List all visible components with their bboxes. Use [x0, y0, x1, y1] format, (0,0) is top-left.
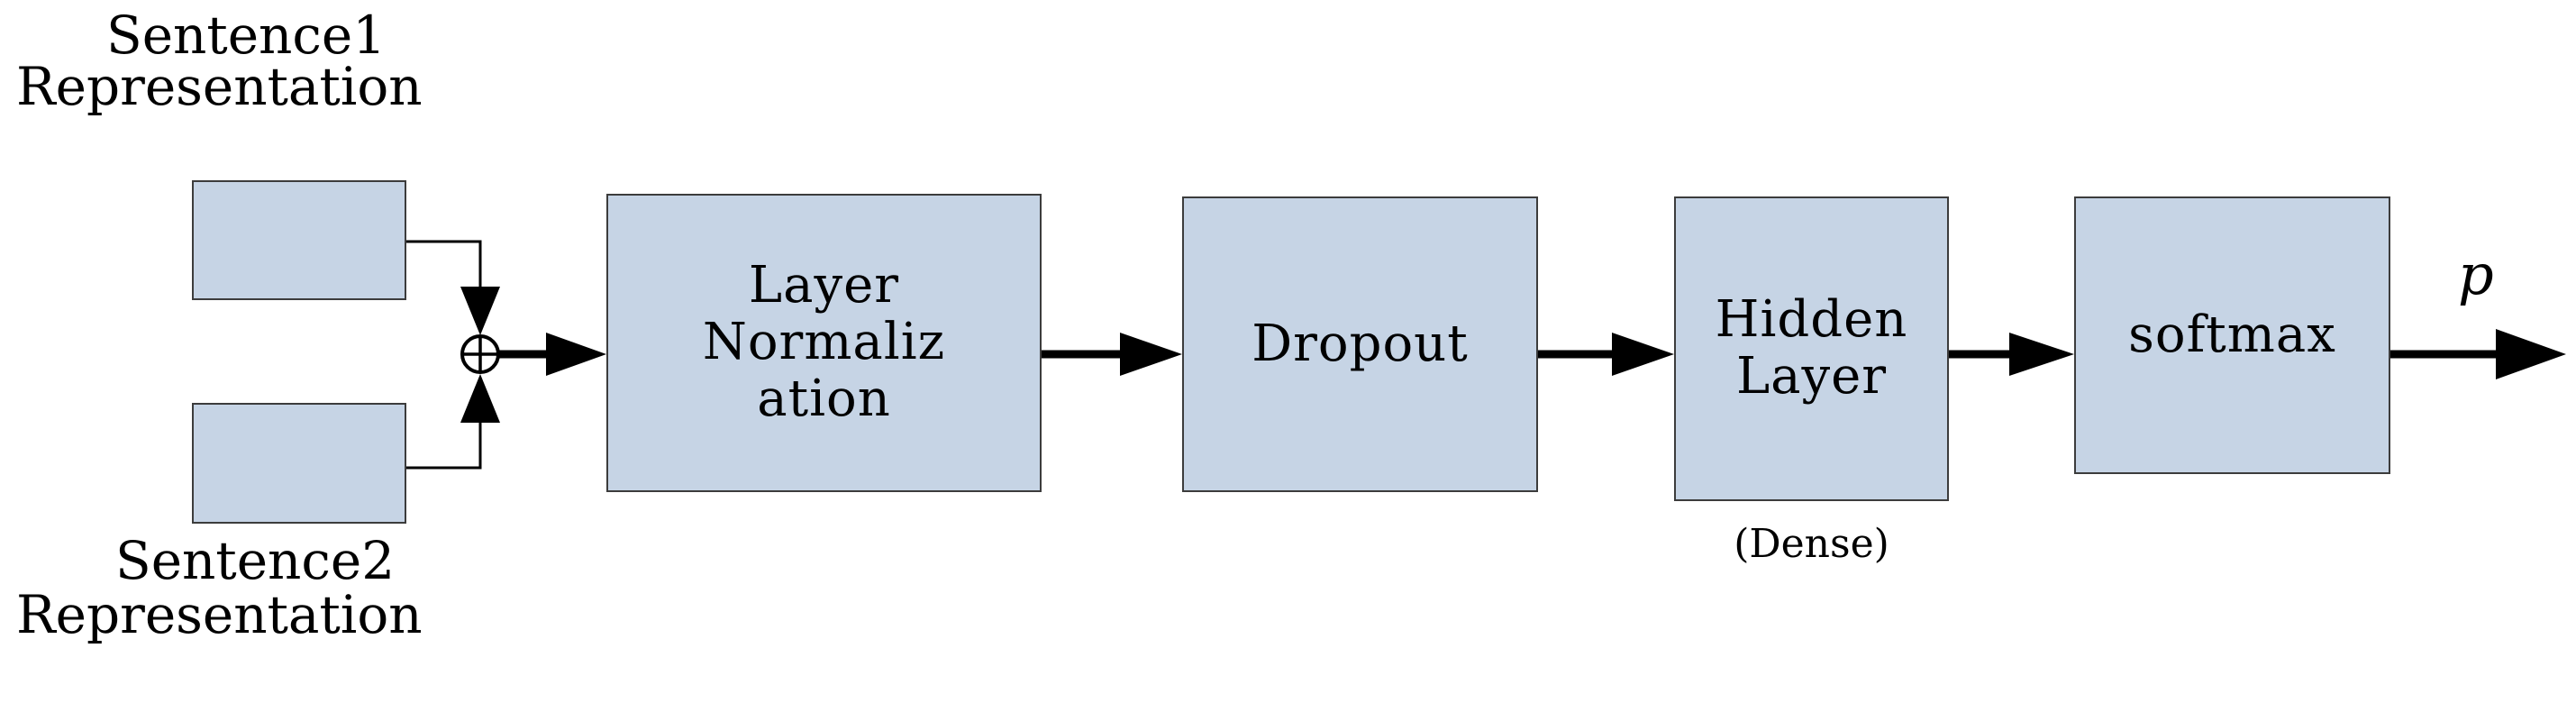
layer-normalization-box[interactable]: Layer Normaliz ation — [606, 194, 1042, 492]
hidden-layer-label: Hidden Layer — [1715, 290, 1908, 406]
softmax-box[interactable]: softmax — [2074, 196, 2390, 474]
layer-normalization-label: Layer Normaliz ation — [702, 256, 946, 428]
dropout-box[interactable]: Dropout — [1182, 196, 1538, 492]
edge-hidden-layer-to-softmax — [1949, 333, 2074, 376]
edge-sentence1-to-merge — [406, 240, 500, 335]
sentence1-representation-box[interactable] — [192, 180, 406, 300]
sentence1-label-line2: Representation — [16, 56, 423, 117]
sentence2-label-line2: Representation — [16, 584, 423, 645]
sentence2-label-line1: Sentence2 — [115, 530, 396, 591]
edge-softmax-to-output — [2390, 329, 2566, 379]
elementwise-sum-operator[interactable] — [460, 334, 500, 374]
edge-merge-to-layer-normalization — [498, 333, 606, 376]
hidden-layer-box[interactable]: Hidden Layer — [1674, 196, 1949, 501]
edge-sentence2-to-merge — [406, 374, 500, 470]
sentence1-label-line1: Sentence1 — [106, 5, 387, 66]
sentence2-representation-box[interactable] — [192, 403, 406, 524]
output-probability-label: p — [2458, 242, 2494, 307]
edge-dropout-to-hidden-layer — [1538, 333, 1674, 376]
dropout-label: Dropout — [1252, 314, 1469, 373]
edge-layer-normalization-to-dropout — [1042, 333, 1182, 376]
hidden-layer-sublabel: (Dense) — [1734, 521, 1889, 567]
softmax-label: softmax — [2128, 305, 2336, 364]
